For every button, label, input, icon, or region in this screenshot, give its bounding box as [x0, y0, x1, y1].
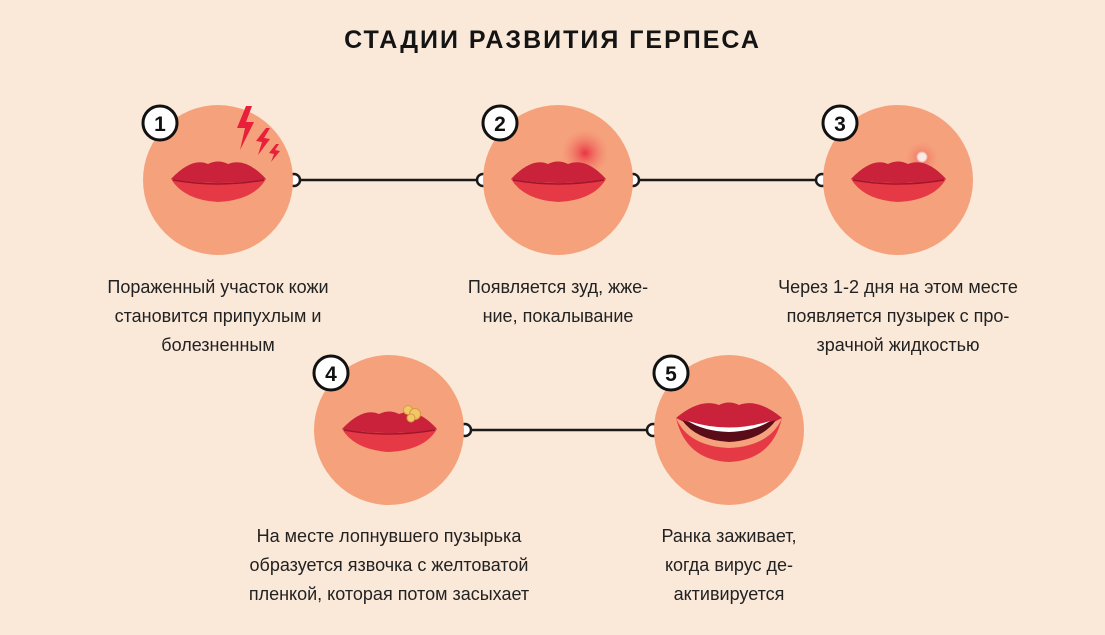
stage-4-badge: [312, 354, 350, 392]
stage-1: 1: [141, 104, 293, 255]
connector-1-2: [286, 172, 491, 188]
stage-3-caption: Через 1-2 дня на этом месте появляется п…: [778, 277, 1018, 355]
stage-4: 4: [312, 354, 464, 505]
stage-2-badge: [481, 104, 519, 142]
stage-3-badge: [821, 104, 859, 142]
stage-2: 2: [481, 104, 633, 255]
stage-5-badge: [652, 354, 690, 392]
stage-2-caption: Появляется зуд, жже- ние, покалывание: [467, 277, 649, 326]
stage-1-badge: [141, 104, 179, 142]
stage-3-number: 3: [834, 113, 846, 136]
stage-1-number: 1: [154, 113, 166, 136]
stage-5: 5: [652, 354, 804, 505]
lips-blister-icon: [851, 141, 946, 202]
connector-2-3: [625, 172, 830, 188]
connector-4-5: [457, 422, 661, 438]
lips-redness-icon: [511, 129, 609, 202]
stage-4-number: 4: [325, 363, 337, 386]
lips-lightning-icon: [171, 106, 280, 202]
stage-5-number: 5: [665, 363, 677, 386]
lips-sore-icon: [342, 405, 437, 452]
stage-2-number: 2: [494, 113, 506, 136]
stage-1-caption: Пораженный участок кожи становится припу…: [107, 277, 329, 355]
stage-4-caption: На месте лопнувшего пузырька образуется …: [248, 526, 530, 604]
stage-5-caption: Ранка заживает, когда вирус де- активиру…: [661, 526, 797, 604]
lips-smile-icon: [676, 402, 782, 462]
page-title: СТАДИИ РАЗВИТИЯ ГЕРПЕСА: [344, 26, 761, 54]
stage-3: 3: [821, 104, 973, 255]
